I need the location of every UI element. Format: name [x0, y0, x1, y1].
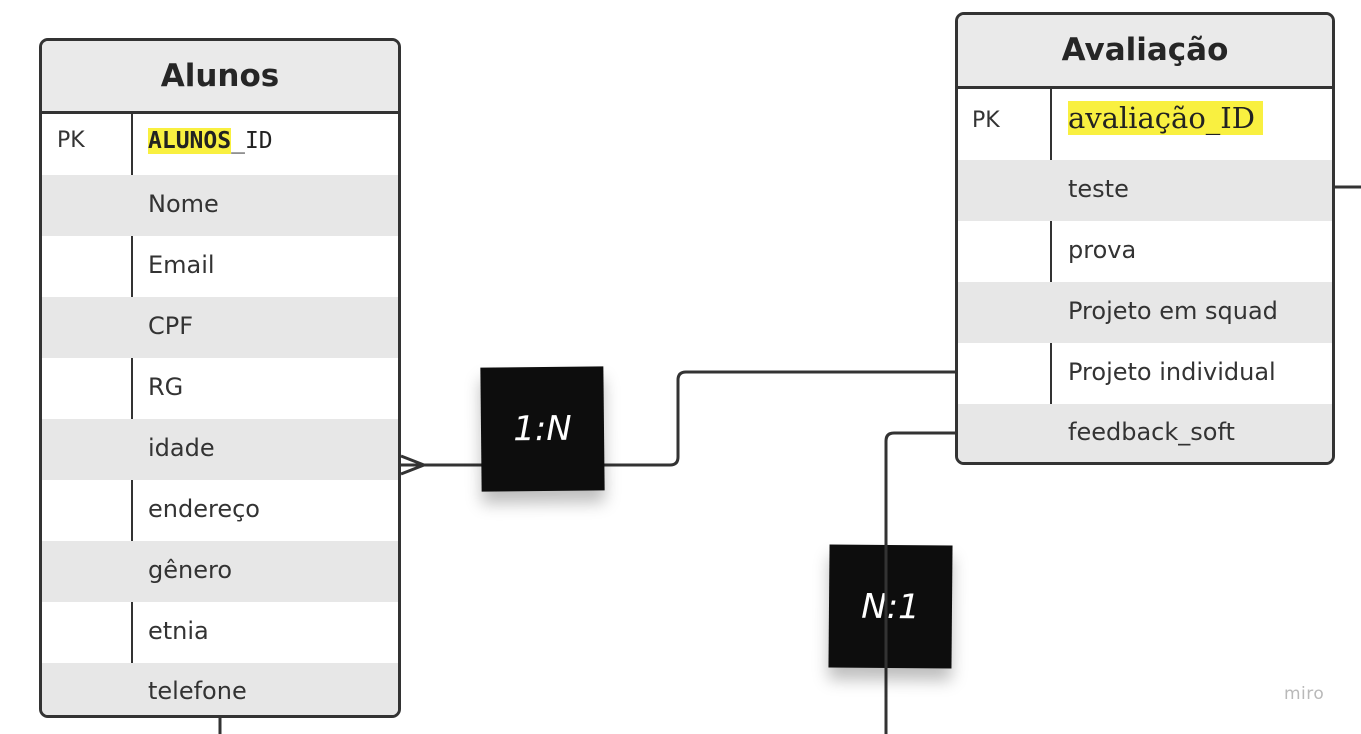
table-row[interactable]: gênero — [42, 541, 398, 602]
field-name: CPF — [148, 312, 194, 340]
table-row[interactable]: Email — [42, 236, 398, 297]
table-row[interactable]: PK avaliação_ID — [958, 89, 1332, 160]
field-name: teste — [1068, 175, 1129, 203]
field-name: endereço — [148, 495, 260, 523]
connector-alunos-avaliacao[interactable] — [400, 370, 957, 467]
field-name: Projeto individual — [1068, 358, 1276, 386]
field-name: Projeto em squad — [1068, 297, 1278, 325]
entity-title: Avaliação — [958, 15, 1332, 89]
field-name: gênero — [148, 556, 232, 584]
table-row[interactable]: prova — [958, 221, 1332, 282]
entity-title: Alunos — [42, 41, 398, 114]
field-name: feedback_soft — [1068, 418, 1235, 446]
field-name: Nome — [148, 190, 219, 218]
table-row[interactable]: RG — [42, 358, 398, 419]
table-row[interactable]: idade — [42, 419, 398, 480]
sticky-note-1-n[interactable]: 1:N — [480, 366, 605, 492]
field-name: telefone — [148, 677, 247, 705]
table-row[interactable]: Projeto individual — [958, 343, 1332, 404]
column-divider — [1050, 89, 1052, 462]
pk-label: PK — [57, 128, 85, 153]
pk-field[interactable]: ALUNOS_ID — [148, 128, 273, 154]
relationship-label: 1:N — [513, 408, 572, 450]
field-name: etnia — [148, 617, 209, 645]
pk-suffix: _ID — [231, 128, 273, 154]
table-row[interactable]: CPF — [42, 297, 398, 358]
field-name: RG — [148, 373, 184, 401]
table-row[interactable]: telefone — [42, 663, 398, 715]
column-divider — [131, 114, 133, 715]
table-row[interactable]: endereço — [42, 480, 398, 541]
table-row[interactable]: Projeto em squad — [958, 282, 1332, 343]
field-name: prova — [1068, 236, 1137, 264]
table-row[interactable]: PK ALUNOS_ID — [42, 114, 398, 175]
crowfoot-many-icon — [400, 454, 425, 476]
entity-avaliacao[interactable]: Avaliação PK avaliação_ID teste prova Pr… — [955, 12, 1335, 465]
table-row[interactable]: feedback_soft — [958, 404, 1332, 462]
table-row[interactable]: etnia — [42, 602, 398, 663]
pk-field[interactable]: avaliação_ID — [1068, 101, 1263, 135]
pk-highlight: ALUNOS — [148, 128, 232, 154]
pk-label: PK — [972, 108, 1000, 133]
miro-watermark: miro — [1284, 684, 1325, 704]
field-name: Email — [148, 251, 215, 279]
table-row[interactable]: Nome — [42, 175, 398, 236]
connector-avaliacao-down[interactable] — [884, 431, 957, 734]
sticky-note-n-1[interactable]: N:1 — [828, 544, 953, 669]
entity-alunos[interactable]: Alunos PK ALUNOS_ID Nome Email CPF RG id… — [39, 38, 401, 718]
field-name: idade — [148, 434, 215, 462]
table-row[interactable]: teste — [958, 160, 1332, 221]
relationship-label: N:1 — [861, 586, 920, 627]
